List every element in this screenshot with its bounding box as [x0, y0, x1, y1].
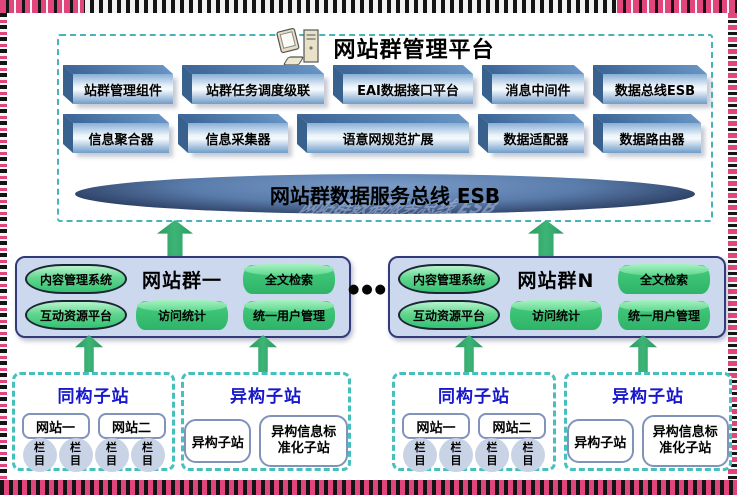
- platform-header: 网站群管理平台: [59, 24, 711, 72]
- frame-bottom-stripes: [0, 480, 737, 495]
- component-row-2: 信息聚合器 信息采集器 语意网规范扩展 数据适配器 数据路由器: [73, 123, 701, 153]
- arrow-up-icon: [528, 220, 564, 256]
- component-data-adapter: 数据适配器: [488, 123, 584, 153]
- module-fulltext-search: 全文检索: [618, 262, 710, 294]
- site-node: 网站二: [97, 413, 166, 439]
- module-unified-user-mgmt: 统一用户管理: [618, 298, 710, 330]
- module-cms: 内容管理系统: [25, 264, 127, 294]
- column-node: 栏目: [22, 438, 57, 472]
- substation-title: 同构子站: [57, 387, 130, 407]
- site-node: 网站一: [21, 413, 90, 439]
- sites-row: 网站一 网站二: [395, 413, 553, 439]
- esb-bus-label: 网站群数据服务总线 ESB: [269, 184, 501, 208]
- frame-top-stripes: [0, 0, 737, 13]
- frame-left-stripes: [0, 13, 7, 480]
- component-row-1: 站群管理组件 站群任务调度级联 EAI数据接口平台 消息中间件 数据总线ESB: [73, 74, 707, 104]
- site-group-1-panel: 内容管理系统 网站群一 全文检索 互动资源平台 访问统计 统一用户管理: [15, 256, 351, 338]
- component-info-aggregator: 信息聚合器: [73, 123, 169, 153]
- column-node: 栏目: [94, 438, 129, 472]
- heterogeneous-substation-panel-1: 异构子站 异构子站 异构信息标准化子站: [181, 372, 351, 471]
- component-eai-interface: EAI数据接口平台: [343, 74, 473, 104]
- site-group-1-grid: 内容管理系统 网站群一 全文检索 互动资源平台 访问统计 统一用户管理: [17, 258, 349, 336]
- frame-right-stripes: [728, 13, 737, 480]
- ellipsis-more-groups: ●●●: [348, 282, 389, 297]
- column-node: 栏目: [403, 438, 437, 472]
- columns-row: 栏目 栏目 栏目 栏目: [395, 438, 553, 472]
- computer-icon: [276, 27, 320, 66]
- homogeneous-substation-panel-2: 同构子站 网站一 网站二 栏目 栏目 栏目 栏目: [392, 372, 556, 472]
- frame-top-left-stripes: [0, 0, 84, 13]
- arrow-up-icon: [75, 335, 103, 376]
- module-cms: 内容管理系统: [398, 264, 500, 294]
- substation-title: 同构子站: [438, 387, 510, 407]
- component-data-router: 数据路由器: [603, 123, 701, 153]
- component-data-bus-esb: 数据总线ESB: [603, 74, 707, 104]
- columns-row: 栏目 栏目 栏目 栏目: [15, 438, 172, 472]
- platform-title: 网站群管理平台: [333, 38, 495, 63]
- esb-bus-ellipse: 网站群数据服务总线 ESB 网站群数据服务总线 ESB: [75, 174, 695, 214]
- component-task-scheduling: 站群任务调度级联: [192, 74, 324, 104]
- component-message-middleware: 消息中间件: [492, 74, 584, 104]
- hetero-standardized-site-node: 异构信息标准化子站: [641, 415, 729, 467]
- component-info-collector: 信息采集器: [188, 123, 288, 153]
- site-group-1-title: 网站群一: [141, 269, 222, 292]
- arrow-up-icon: [157, 220, 193, 256]
- substation-title: 异构子站: [230, 387, 302, 407]
- heterogeneous-substation-panel-2: 异构子站 异构子站 异构信息标准化子站: [564, 372, 732, 471]
- site-group-n-grid: 内容管理系统 网站群N 全文检索 互动资源平台 访问统计 统一用户管理: [390, 258, 724, 336]
- hetero-site-node: 异构子站: [567, 419, 634, 463]
- site-group-n-panel: 内容管理系统 网站群N 全文检索 互动资源平台 访问统计 统一用户管理: [388, 256, 726, 338]
- site-node: 网站二: [478, 413, 546, 439]
- hetero-standardized-site-node: 异构信息标准化子站: [259, 415, 348, 467]
- module-interactive-resource: 互动资源平台: [25, 300, 127, 330]
- module-visit-stats: 访问统计: [136, 298, 228, 330]
- module-visit-stats: 访问统计: [510, 298, 602, 330]
- site-group-n-title: 网站群N: [517, 269, 595, 292]
- hetero-nodes-row: 异构子站 异构信息标准化子站: [567, 415, 729, 467]
- column-node: 栏目: [130, 438, 165, 472]
- arrow-up-icon: [629, 335, 657, 376]
- component-site-group-mgmt: 站群管理组件: [73, 74, 173, 104]
- column-node: 栏目: [58, 438, 93, 472]
- platform-panel: 网站群管理平台 站群管理组件 站群任务调度级联 EAI数据接口平台 消息中间件 …: [57, 27, 713, 222]
- arrow-up-icon: [249, 335, 277, 376]
- arrow-up-icon: [455, 335, 483, 376]
- module-fulltext-search: 全文检索: [243, 262, 335, 294]
- sites-row: 网站一 网站二: [15, 413, 172, 439]
- column-node: 栏目: [511, 438, 545, 472]
- substation-title: 异构子站: [612, 387, 684, 407]
- hetero-nodes-row: 异构子站 异构信息标准化子站: [184, 415, 348, 467]
- homogeneous-substation-panel-1: 同构子站 网站一 网站二 栏目 栏目 栏目 栏目: [12, 372, 175, 472]
- module-unified-user-mgmt: 统一用户管理: [243, 298, 335, 330]
- site-node: 网站一: [402, 413, 470, 439]
- component-semantic-web-ext: 语意网规范扩展: [307, 123, 469, 153]
- frame-top-right-stripes: [617, 0, 737, 13]
- hetero-site-node: 异构子站: [184, 419, 252, 463]
- column-node: 栏目: [439, 438, 473, 472]
- module-interactive-resource: 互动资源平台: [398, 300, 500, 330]
- column-node: 栏目: [475, 438, 509, 472]
